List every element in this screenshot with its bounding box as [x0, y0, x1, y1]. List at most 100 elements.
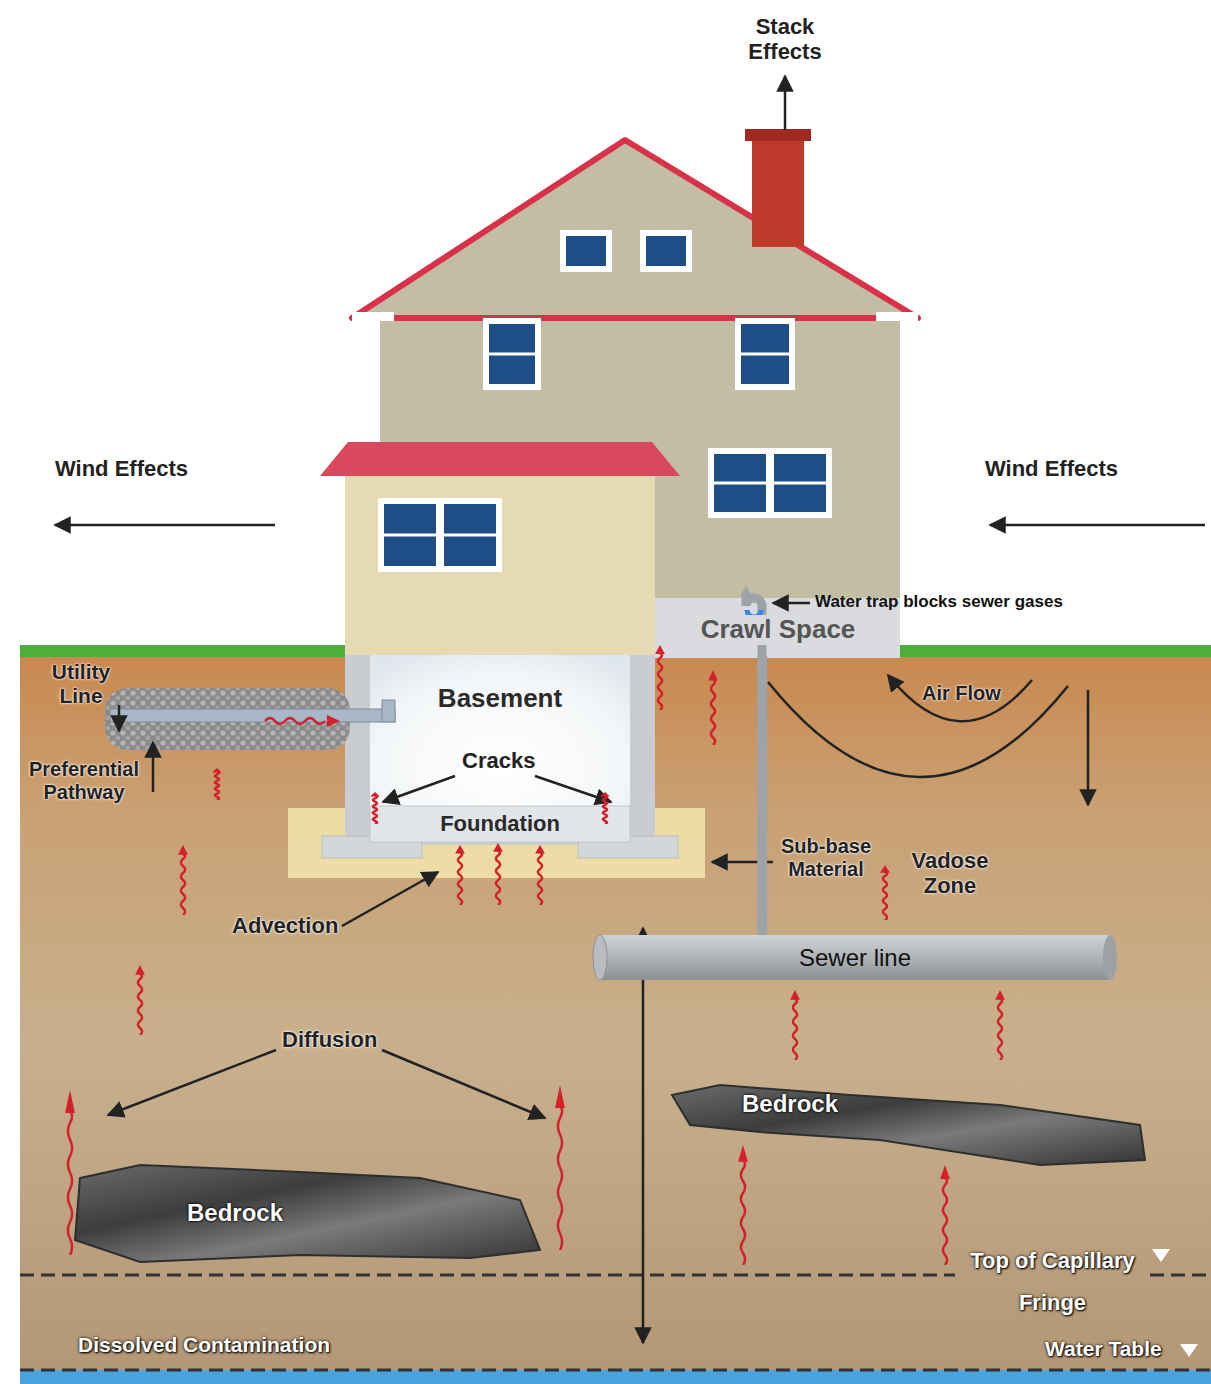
bedrock: Bedrock [125, 1188, 345, 1238]
leader-arrows [55, 524, 275, 527]
vapor-arrows [212, 768, 222, 800]
crawl-space-text: Crawl Space [697, 615, 860, 645]
bedrock-text: Bedrock [742, 1090, 838, 1118]
ground [900, 645, 1211, 657]
leader-arrows [342, 872, 438, 926]
house [566, 236, 606, 266]
dissolved-contamination-label: Dissolved Contamination [78, 1333, 330, 1357]
house [876, 312, 918, 321]
house [741, 353, 789, 356]
house [646, 236, 686, 266]
sewer-line-pipe [600, 935, 1110, 980]
vapor-arrows [327, 715, 340, 727]
leader-arrows [118, 705, 121, 731]
bedrock-rock [75, 1085, 1145, 1262]
vapor-arrows [880, 865, 890, 920]
vapor-arrows [178, 845, 188, 915]
basement-structure [345, 655, 655, 845]
water-table [1152, 1249, 1170, 1262]
wind-effects-label: Wind Effects [985, 456, 1118, 481]
basement-room-text: Basement [438, 684, 562, 714]
vapor-arrows [493, 843, 503, 905]
water-trap [740, 586, 752, 596]
house [320, 442, 680, 476]
vapor-arrows [600, 792, 610, 824]
house [320, 129, 918, 655]
sewer-line: Sewer line [600, 935, 1110, 980]
house [640, 230, 692, 272]
leader-arrows [382, 1050, 545, 1118]
capillary-fringe-label: Top of Capillary Fringe [955, 1240, 1150, 1324]
vapor-arrows [265, 718, 325, 724]
utility-line-label: Utility Line [38, 660, 124, 708]
ground [20, 655, 1211, 1371]
house [352, 140, 918, 318]
vapor-arrows [65, 645, 1005, 1265]
vapor-arrows [370, 792, 380, 824]
leader-arrows [784, 76, 787, 130]
diffusion-label: Diffusion [282, 1027, 377, 1052]
vapor-arrows [535, 845, 545, 905]
house [483, 318, 541, 390]
house [741, 324, 789, 384]
vapor-arrows [995, 990, 1005, 1060]
bedrock-rock [75, 1165, 540, 1262]
air-flow-arrows [768, 675, 1088, 805]
utility-line [382, 700, 395, 722]
leader-arrows [990, 524, 1205, 527]
vapor-arrows [790, 990, 800, 1060]
water-table [20, 1370, 1211, 1384]
house [735, 318, 795, 390]
air-flow-arrows [888, 675, 1032, 721]
water-table [1150, 1274, 1211, 1277]
leader-arrows [773, 602, 810, 605]
house [745, 129, 811, 141]
water-table-label: Water Table [1045, 1337, 1162, 1361]
foundation-slab-text: Foundation [440, 811, 560, 836]
air-flow-arrows [1087, 690, 1090, 805]
water-trap-label: Water trap blocks sewer gases [815, 592, 1063, 612]
sewer-line-pipe [593, 935, 1117, 980]
house [560, 230, 612, 272]
house [708, 448, 832, 518]
air-flow-label: Air Flow [922, 682, 1001, 705]
leader-arrows [108, 1050, 276, 1115]
stack-effects-label: Stack Effects [735, 14, 835, 65]
wind-effects-label: Wind Effects [55, 456, 188, 481]
water-table [20, 1274, 955, 1277]
advection-label: Advection [232, 913, 338, 938]
foundation-slab: Foundation [370, 807, 630, 841]
bedrock-text: Bedrock [187, 1199, 283, 1227]
vapor-arrows [65, 1090, 75, 1255]
air-flow-arrows [768, 682, 1068, 777]
leader-arrows [535, 776, 611, 802]
depth-arrow [642, 928, 645, 1343]
sewer-line-pipe [1103, 935, 1117, 980]
ground [20, 645, 350, 657]
house [352, 312, 394, 321]
house [752, 135, 804, 247]
sub-base-label: Sub-base Material [778, 835, 874, 881]
water-table [20, 1369, 1211, 1372]
utility-line [110, 709, 395, 722]
house [489, 353, 535, 356]
house [384, 534, 496, 537]
basement-structure [370, 806, 630, 842]
sewer-pipe [757, 656, 767, 935]
vapor-arrows [738, 1145, 748, 1265]
leader-arrows [152, 742, 155, 792]
vapor-arrows [555, 1085, 565, 1250]
vadose-zone-label: Vadose Zone [900, 848, 1000, 899]
house [714, 482, 826, 485]
house [489, 324, 535, 384]
sewer-line-pipe [593, 935, 607, 980]
preferential-pathway-label: Preferential Pathway [20, 758, 148, 804]
house [378, 498, 502, 572]
leader-arrows [55, 76, 1205, 1118]
basement-structure [288, 655, 705, 878]
crawl-space: Crawl Space [658, 604, 898, 656]
vapor-arrows [135, 965, 145, 1035]
